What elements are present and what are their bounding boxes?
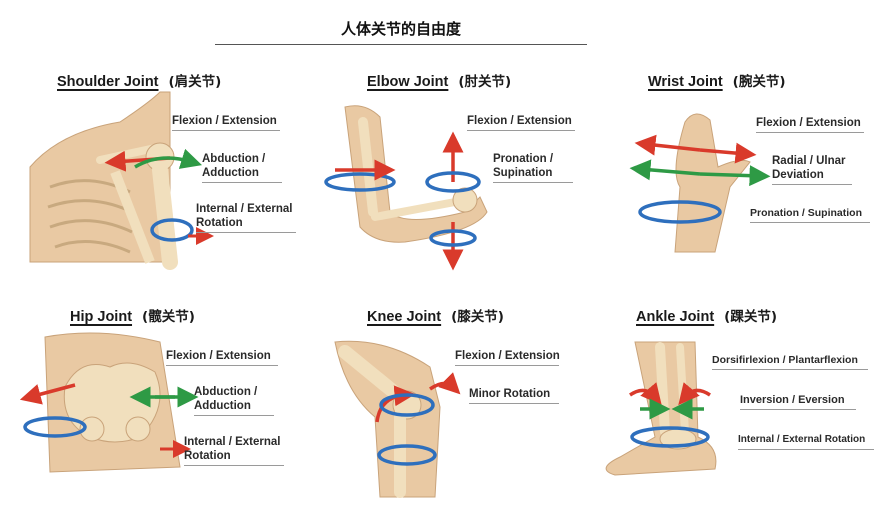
hip-title-name: Hip Joint xyxy=(70,309,133,325)
elbow-pronation-arrow xyxy=(425,131,481,271)
elbow-label-pronation-2: Supination xyxy=(493,166,573,183)
shoulder-label-abduction-1: Abduction / xyxy=(202,153,266,165)
hip-label-rotation-2: Rotation xyxy=(184,449,284,466)
page-title-bar: 人体关节的自由度 xyxy=(215,10,587,45)
knee-label-flexion: Flexion / Extension xyxy=(455,349,560,366)
knee-title-name: Knee Joint xyxy=(367,309,442,325)
hip-panel: Hip Joint (髋关节) Flexion / Extension Abduc… xyxy=(20,297,300,527)
shoulder-label-rotation-2: Rotation xyxy=(196,216,296,233)
elbow-label-flexion: Flexion / Extension xyxy=(467,114,575,131)
knee-label-rotation: Minor Rotation xyxy=(469,387,559,404)
shoulder-title: Shoulder Joint (肩关节) xyxy=(57,70,221,90)
wrist-title: Wrist Joint (腕关节) xyxy=(648,70,786,90)
hip-label-abduction-1: Abduction / xyxy=(194,386,258,398)
hip-title: Hip Joint (髋关节) xyxy=(70,305,195,325)
shoulder-label-rotation-1: Internal / External xyxy=(196,203,293,215)
ankle-label-dorsiflexion: Dorsifirlexion / Plantarflexion xyxy=(712,353,868,370)
hip-flexion-arrow xyxy=(20,383,76,405)
elbow-flexion-arrow xyxy=(324,159,396,192)
knee-rotation-arrow xyxy=(377,393,437,466)
knee-illustration xyxy=(334,340,461,498)
knee-title: Knee Joint (膝关节) xyxy=(367,305,504,325)
wrist-deviation-arrow xyxy=(629,159,771,187)
shoulder-label-flexion: Flexion / Extension xyxy=(172,114,280,131)
shoulder-abduction-arrow xyxy=(134,148,203,169)
wrist-flexion-arrow xyxy=(634,134,757,164)
hip-title-cn: (髋关节) xyxy=(142,309,195,325)
ankle-title-name: Ankle Joint xyxy=(636,309,715,325)
ankle-illustration xyxy=(605,341,717,476)
ankle-label-rotation: Internal / External Rotation xyxy=(738,433,874,450)
elbow-title: Elbow Joint (肘关节) xyxy=(367,70,511,90)
shoulder-title-name: Shoulder Joint xyxy=(57,74,159,90)
wrist-panel: Wrist Joint (腕关节) Flexion / Extension Rad… xyxy=(600,62,880,292)
page-title: 人体关节的自由度 xyxy=(340,20,461,38)
wrist-label-deviation-1: Radial / Ulnar xyxy=(772,155,846,167)
wrist-illustration xyxy=(629,113,771,253)
knee-title-cn: (膝关节) xyxy=(451,309,504,325)
wrist-label-flexion: Flexion / Extension xyxy=(756,116,864,133)
ankle-title-cn: (踝关节) xyxy=(724,309,777,325)
hip-rotation-arrow xyxy=(23,416,191,458)
wrist-label-deviation-2: Deviation xyxy=(772,168,852,185)
elbow-illustration xyxy=(324,105,488,271)
hip-label-abduction-2: Adduction xyxy=(194,399,274,416)
wrist-title-cn: (腕关节) xyxy=(732,74,786,90)
wrist-title-name: Wrist Joint xyxy=(648,74,723,90)
hip-label-flexion: Flexion / Extension xyxy=(166,349,278,366)
wrist-label-rotation: Pronation / Supination xyxy=(750,206,870,223)
shoulder-rotation-arrow xyxy=(150,218,214,245)
shoulder-illustration xyxy=(29,91,214,270)
ankle-rotation-arrow xyxy=(630,426,710,448)
ankle-dorsiflexion-arrow xyxy=(629,382,711,406)
hip-illustration xyxy=(20,332,199,473)
elbow-title-name: Elbow Joint xyxy=(367,74,449,90)
elbow-label-pronation-1: Pronation / xyxy=(493,153,554,165)
elbow-panel: Elbow Joint (肘关节) Flexion / Extension Pro… xyxy=(305,62,585,292)
shoulder-panel: Shoulder Joint(肩关节) Flexion / Extension … xyxy=(20,62,300,292)
ankle-panel: Ankle Joint (踝关节) Dorsifirlexion / Planta… xyxy=(600,297,880,527)
wrist-rotation-arrow xyxy=(638,200,722,224)
shoulder-label-abduction-2: Adduction xyxy=(202,166,282,183)
hip-label-rotation-1: Internal / External xyxy=(184,436,281,448)
shoulder-title-cn: (肩关节) xyxy=(168,74,222,90)
knee-panel: Knee Joint (膝关节) Flexion / Extension Mino… xyxy=(305,297,585,527)
elbow-title-cn: (肘关节) xyxy=(458,74,512,90)
ankle-label-inversion: Inversion / Eversion xyxy=(740,393,856,410)
ankle-title: Ankle Joint (踝关节) xyxy=(636,305,777,325)
